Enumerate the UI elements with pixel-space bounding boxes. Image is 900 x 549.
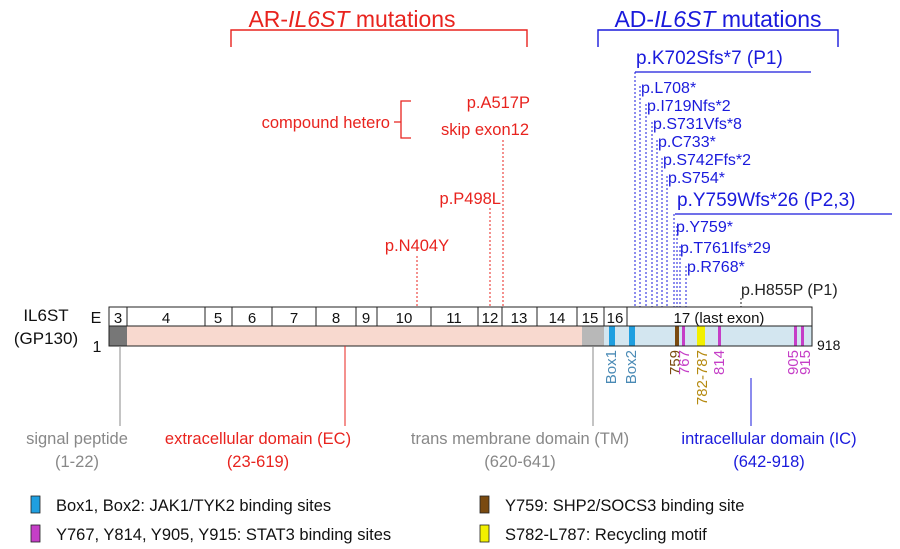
legend: Box1, Box2: JAK1/TYK2 binding sites Y759…: [30, 495, 744, 544]
ic-domain-label: intracellular domain (IC): [681, 430, 856, 448]
recycling-motif: [697, 326, 705, 346]
ar-mutation-label: p.A517P: [467, 94, 530, 112]
protein-name: IL6ST: [23, 306, 68, 325]
motif-label: Box2: [623, 350, 640, 384]
ad-header-bracket: [597, 29, 839, 47]
ar-mutation-label: p.P498L: [440, 190, 501, 208]
ad-mutations: p.K702Sfs*7 (P1) p.L708* p.I719Nfs*2 p.S…: [634, 48, 892, 307]
motif-label: 915: [797, 350, 814, 375]
signal-peptide-label: signal peptide: [26, 430, 128, 448]
exon-label: 7: [290, 310, 298, 327]
protein-domain-bar: [108, 325, 813, 347]
motif-label: 759: [667, 350, 684, 375]
legend-label: S782-L787: Recycling motif: [505, 526, 707, 544]
ad-mutation-label: p.R768*: [687, 259, 745, 276]
ad-mutation-label: p.I719Nfs*2: [647, 98, 731, 115]
compound-hetero-label: compound hetero: [262, 114, 390, 132]
legend-swatch: [30, 495, 41, 514]
ad-mutations-header: AD-IL6ST mutations: [614, 6, 821, 32]
y767-site: [682, 326, 685, 346]
ar-header-bracket: [230, 29, 528, 47]
other-mutation-label: p.H855P (P1): [741, 282, 838, 299]
legend-swatch: [30, 524, 41, 543]
motif-label: 814: [711, 350, 728, 375]
compound-hetero-bracket: [394, 100, 411, 139]
exon-label: 17 (last exon): [674, 310, 765, 327]
protein-end-label: 918: [817, 337, 841, 353]
legend-label: Y759: SHP2/SOCS3 binding site: [505, 497, 744, 515]
exon-label: 8: [332, 310, 340, 327]
box2-motif: [629, 326, 635, 346]
exon-row-label: E: [91, 310, 102, 327]
exon-label: 6: [248, 310, 256, 327]
ad-mutation-label: p.K702Sfs*7 (P1): [636, 48, 783, 69]
y915-site: [801, 326, 804, 346]
y905-site: [794, 326, 797, 346]
motif-label: 767: [676, 350, 693, 375]
legend-label: Box1, Box2: JAK1/TYK2 binding sites: [56, 497, 331, 515]
ad-mutation-label: p.L708*: [641, 80, 696, 97]
protein-start-label: 1: [93, 339, 102, 356]
exon-label: 11: [446, 310, 462, 327]
legend-swatch: [479, 495, 490, 514]
exon-label: 9: [362, 310, 370, 327]
exon-label: 13: [511, 310, 528, 327]
motif-label: Box1: [603, 350, 620, 384]
exon-row: 3 4 5 6 7 8 9 10 11 12 13 14 15 16 17 (l…: [108, 306, 813, 327]
y759-site: [675, 326, 679, 346]
extracellular-segment: [127, 326, 582, 346]
exon-label: 3: [114, 310, 122, 327]
exon-label: 4: [162, 310, 170, 327]
exon-label: 16: [607, 310, 624, 327]
legend-label: Y767, Y814, Y905, Y915: STAT3 binding si…: [56, 526, 391, 544]
ad-mutation-label: p.S754*: [668, 170, 725, 187]
tm-domain-range: (620-641): [484, 453, 556, 471]
ar-mutation-label: p.N404Y: [385, 237, 449, 255]
exon-label: 10: [396, 310, 413, 327]
legend-swatch: [479, 524, 490, 543]
exon-label: 5: [214, 310, 222, 327]
ec-domain-range: (23-619): [227, 453, 289, 471]
signal-peptide-segment: [109, 326, 127, 346]
ad-mutation-label: p.S742Ffs*2: [663, 152, 751, 169]
tm-domain-label: trans membrane domain (TM): [411, 430, 629, 448]
box1-motif: [609, 326, 615, 346]
exon-label: 12: [482, 310, 499, 327]
intracellular-segment: [604, 326, 812, 346]
ec-domain-label: extracellular domain (EC): [165, 430, 351, 448]
motif-label: 782-787: [694, 350, 711, 405]
y814-site: [718, 326, 721, 346]
protein-bar-frame: [108, 325, 813, 347]
ar-mutations-header: AR-IL6ST mutations: [248, 6, 455, 32]
ad-mutation-label: p.T761Ifs*29: [680, 240, 771, 257]
transmembrane-segment: [582, 326, 604, 346]
exon-label: 15: [582, 310, 599, 327]
ad-mutation-label: p.C733*: [658, 134, 716, 151]
protein-alias: (GP130): [14, 329, 78, 348]
ad-mutation-label: p.Y759Wfs*26 (P2,3): [677, 190, 855, 211]
ad-mutation-label: p.S731Vfs*8: [653, 116, 742, 133]
ar-mutation-label: skip exon12: [441, 121, 529, 139]
ad-mutation-label: p.Y759*: [676, 219, 733, 236]
signal-peptide-range: (1-22): [55, 453, 99, 471]
ic-domain-range: (642-918): [733, 453, 805, 471]
exon-label: 14: [549, 310, 566, 327]
motif-label: 905: [785, 350, 802, 375]
